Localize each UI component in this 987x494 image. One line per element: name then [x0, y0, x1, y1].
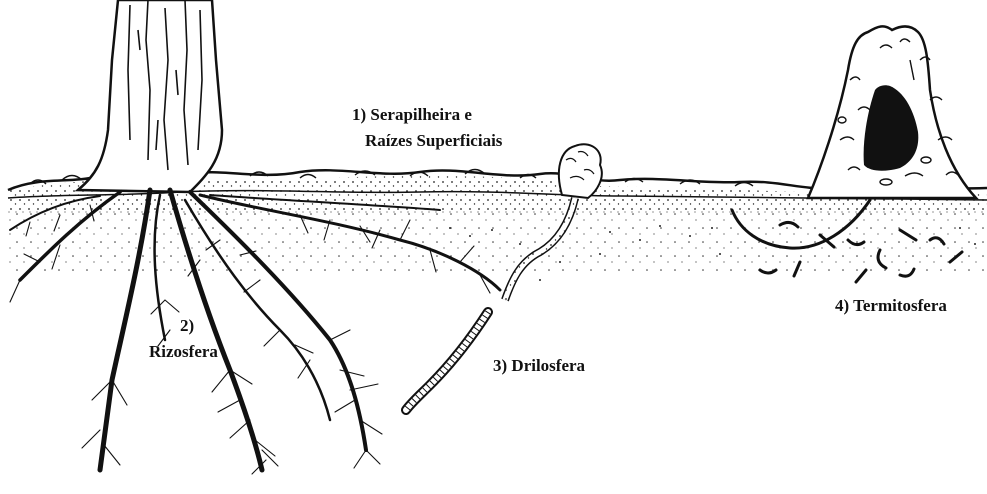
label-rizosfera-number: 2)	[180, 316, 194, 336]
termite-mound	[808, 26, 976, 198]
label-serapilheira-line2: Raízes Superficiais	[365, 131, 502, 151]
tree-trunk	[78, 0, 222, 192]
earthworm-cast	[559, 144, 602, 198]
label-drilosfera: 3) Drilosfera	[493, 356, 585, 376]
label-rizosfera-name: Rizosfera	[149, 342, 218, 362]
earthworm	[406, 312, 488, 410]
label-termitosfera: 4) Termitosfera	[835, 296, 947, 316]
label-serapilheira-line1: 1) Serapilheira e	[352, 105, 472, 125]
